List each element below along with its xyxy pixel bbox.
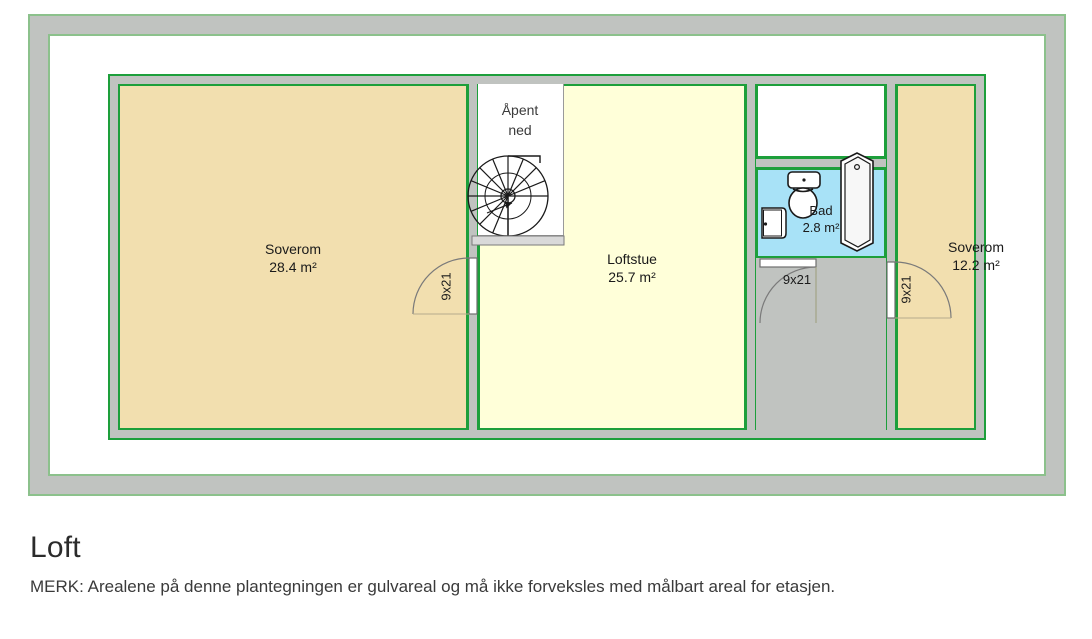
label-loftstue: Loftstue 25.7 m² <box>552 250 712 286</box>
room-name: Bad <box>809 203 833 218</box>
room-area: 12.2 m² <box>952 257 1000 273</box>
caption-block: Loft MERK: Arealene på denne plantegning… <box>30 528 1070 600</box>
interior-wall-left <box>468 84 478 430</box>
caption-note: MERK: Arealene på denne plantegningen er… <box>30 577 836 596</box>
door-size-soverom-right: 9x21 <box>898 275 914 304</box>
interior-wall-bath-top <box>756 158 886 168</box>
bathtub-icon <box>840 152 874 252</box>
room-soverom-right[interactable] <box>896 84 976 430</box>
sink-icon <box>761 207 787 239</box>
label-stairwell: Åpent ned <box>470 100 570 140</box>
room-unnamed-closet[interactable] <box>756 84 886 158</box>
stairwell-line2: ned <box>508 122 532 138</box>
stair-landing <box>471 235 565 246</box>
toilet-icon <box>787 171 821 219</box>
stairwell-line1: Åpent <box>501 102 539 118</box>
room-area: 28.4 m² <box>269 259 317 275</box>
label-soverom-left: Soverom 28.4 m² <box>213 240 373 276</box>
page-title: Loft <box>30 531 81 564</box>
door-size-soverom-left: 9x21 <box>438 272 454 301</box>
interior-wall-bath-bottom <box>756 258 886 266</box>
plan-detail-overlay <box>412 152 952 324</box>
room-name: Loftstue <box>607 251 657 267</box>
room-soverom-left[interactable] <box>118 84 468 430</box>
interior-wall-right <box>886 84 896 430</box>
door-soverom-left[interactable] <box>412 257 478 315</box>
room-name: Soverom <box>264 241 322 257</box>
label-bad: Bad 2.8 m² <box>766 202 876 236</box>
floor-plan-drawing: Soverom 28.4 m² Loftstue 25.7 m² Bad 2.8… <box>28 14 1066 496</box>
label-soverom-right: Soverom 12.2 m² <box>896 238 1056 274</box>
room-area: 2.8 m² <box>802 220 840 235</box>
door-bad[interactable] <box>759 258 817 324</box>
room-name: Soverom <box>947 239 1005 255</box>
room-area: 25.7 m² <box>608 269 656 285</box>
door-soverom-right[interactable] <box>886 261 952 319</box>
interior-wall-mid <box>746 84 756 430</box>
spiral-staircase-icon <box>467 155 549 237</box>
door-size-bad: 9x21 <box>782 272 812 287</box>
